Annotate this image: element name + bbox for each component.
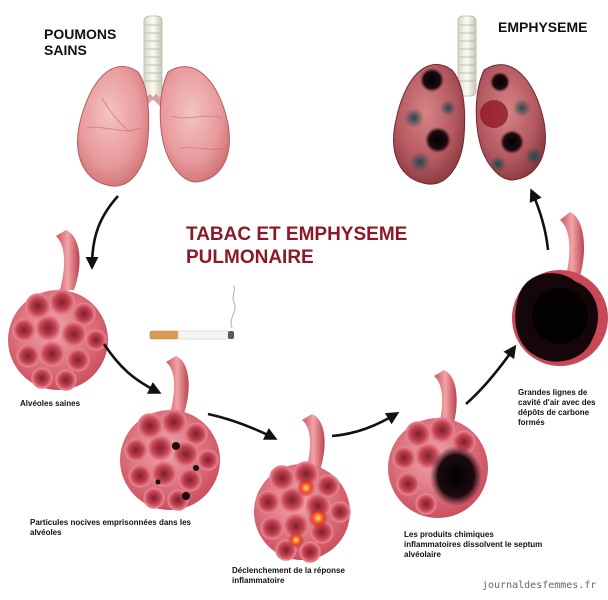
large-cavities-line-2: cavité d'air avec des xyxy=(518,398,596,407)
healthy-lungs-label-line-2: SAINS xyxy=(44,42,87,58)
septum-dissolved-line-1: Les produits chimiques xyxy=(404,530,494,539)
title-line-2: PULMONAIRE xyxy=(186,247,314,268)
trapped-particles-line-2: alvéoles xyxy=(30,528,62,537)
alveoli-particles xyxy=(120,356,220,511)
trapped-particles-label: Particules nocives emprisonnées dans les… xyxy=(30,518,191,538)
alveoli-large-cavity xyxy=(512,212,608,366)
emphysema-lungs xyxy=(393,15,546,185)
arrow-particles-to-inflammation xyxy=(207,412,278,440)
source-credit: journaldesfemmes.fr xyxy=(482,580,597,591)
large-cavities-line-4: formés xyxy=(518,418,545,427)
arrow-lungs-to-alveoli xyxy=(85,195,119,270)
arrow-septum-to-cavity xyxy=(465,344,517,405)
diagram-title: TABAC ET EMPHYSEME PULMONAIRE xyxy=(186,223,407,269)
inflammatory-response-label: Déclenchement de la réponse inflammatoir… xyxy=(232,566,345,586)
arrow-healthy-to-particles xyxy=(102,343,162,394)
large-cavities-line-1: Grandes lignes de xyxy=(518,388,588,397)
healthy-lungs xyxy=(77,15,230,187)
cycle-arrows xyxy=(85,188,550,440)
inflammatory-response-line-1: Déclenchement de la réponse xyxy=(232,566,345,575)
inflammatory-response-line-2: inflammatoire xyxy=(232,576,285,585)
alveoli-inflammation xyxy=(254,414,351,563)
trapped-particles-line-1: Particules nocives emprisonnées dans les xyxy=(30,518,191,527)
cigarette xyxy=(149,285,236,340)
septum-dissolved-label: Les produits chimiques inflammatoires di… xyxy=(404,530,542,560)
healthy-alveoli-label: Alvéoles saines xyxy=(20,399,81,408)
emphysema-label: EMPHYSEME xyxy=(498,19,588,35)
alveoli-septum-dissolved xyxy=(388,370,488,518)
healthy-lungs-label: POUMONS SAINS xyxy=(44,26,116,58)
arrow-cavity-to-emphysema xyxy=(529,188,550,251)
septum-dissolved-line-3: alvéolaire xyxy=(404,550,441,559)
healthy-lungs-label-line-1: POUMONS xyxy=(44,26,117,42)
septum-dissolved-line-2: inflammatoires dissolvent le septum xyxy=(404,540,543,549)
title-line-1: TABAC ET EMPHYSEME xyxy=(186,224,408,245)
arrow-inflammation-to-septum xyxy=(331,411,400,438)
large-cavities-line-3: dépôts de carbone xyxy=(518,408,590,417)
alveoli-healthy xyxy=(8,230,108,391)
large-cavities-label: Grandes lignes de cavité d'air avec des … xyxy=(518,388,596,428)
